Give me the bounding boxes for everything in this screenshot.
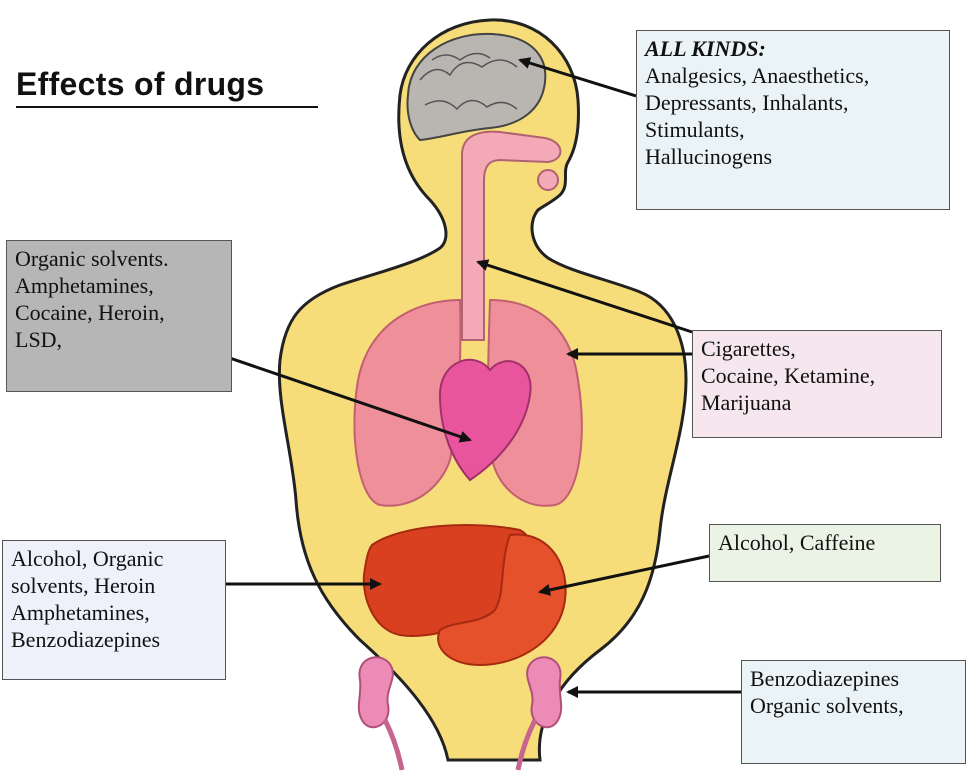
lungs-line: Marijuana	[701, 389, 933, 416]
brain-line: Hallucinogens	[645, 143, 941, 170]
lungs-line: Cigarettes,	[701, 335, 933, 362]
label-box-kidneys: Benzodiazepines Organic solvents,	[741, 660, 966, 764]
brain-line: Stimulants,	[645, 116, 941, 143]
label-box-stomach: Alcohol, Caffeine	[709, 524, 941, 582]
heart-line: Cocaine, Heroin,	[15, 299, 223, 326]
label-box-brain: ALL KINDS: Analgesics, Anaesthetics, Dep…	[636, 30, 950, 210]
heart-line: Amphetamines,	[15, 272, 223, 299]
right-kidney	[527, 657, 561, 727]
label-box-heart: Organic solvents. Amphetamines, Cocaine,…	[6, 240, 232, 392]
label-box-liver: Alcohol, Organic solvents, Heroin Amphet…	[2, 540, 226, 680]
liver-line: Benzodiazepines	[11, 626, 217, 653]
heart-line: LSD,	[15, 326, 223, 353]
liver-line: Amphetamines,	[11, 599, 217, 626]
kidney-line: Organic solvents,	[750, 692, 957, 719]
title-underline	[16, 106, 318, 108]
diagram-title: Effects of drugs	[16, 66, 264, 103]
brain-line: Depressants, Inhalants,	[645, 89, 941, 116]
brain-heading: ALL KINDS:	[645, 35, 941, 62]
lungs-line: Cocaine, Ketamine,	[701, 362, 933, 389]
stomach-line: Alcohol, Caffeine	[718, 529, 932, 556]
brain-line: Analgesics, Anaesthetics,	[645, 62, 941, 89]
liver-line: Alcohol, Organic	[11, 545, 217, 572]
liver-line: solvents, Heroin	[11, 572, 217, 599]
kidney-line: Benzodiazepines	[750, 665, 957, 692]
tongue	[538, 170, 558, 190]
label-box-lungs: Cigarettes, Cocaine, Ketamine, Marijuana	[692, 330, 942, 438]
heart-line: Organic solvents.	[15, 245, 223, 272]
left-kidney	[359, 657, 393, 727]
